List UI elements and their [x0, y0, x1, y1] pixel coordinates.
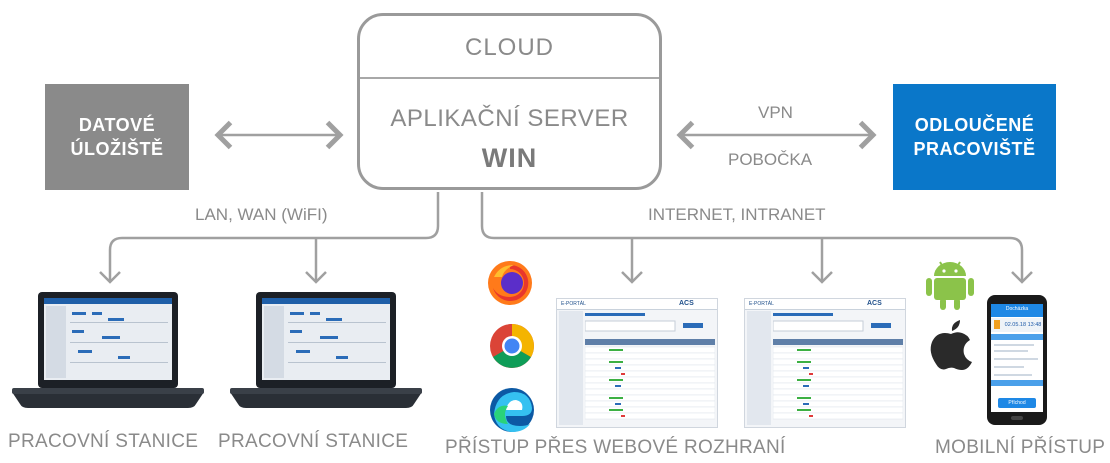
portal-brand: ACS — [867, 300, 882, 307]
firefox-icon — [488, 261, 532, 305]
mobile-access-caption: MOBILNÍ PŘÍSTUP — [935, 437, 1106, 458]
phone-header: Docházka — [1005, 306, 1029, 312]
mobile-phone-icon — [987, 295, 1047, 425]
app-server-label: APLIKAČNÍ SERVER — [390, 105, 629, 132]
portal-table — [585, 313, 715, 420]
remote-label-line2: PRACOVIŠTĚ — [913, 139, 1036, 159]
web-portal-screenshot: E-PORTÁL ACS — [744, 298, 906, 428]
web-portal-screenshot: E-PORTÁL ACS — [556, 298, 718, 428]
cloud-title: CLOUD — [464, 34, 554, 61]
lan-label: LAN, WAN (WiFI) — [195, 205, 328, 224]
workstation-caption-1: PRACOVNÍ STANICE — [8, 431, 199, 452]
remote-office-box: ODLOUČENÉ PRACOVIŠTĚ — [893, 84, 1056, 190]
android-icon — [926, 261, 974, 310]
phone-datetime: 02.05.18 13:48 — [1004, 322, 1042, 328]
vpn-label: VPN — [758, 103, 793, 122]
lan-branch — [108, 192, 440, 282]
chrome-icon — [490, 324, 534, 368]
storage-label-line1: DATOVÉ — [78, 115, 156, 135]
web-access-caption: PŘÍSTUP PŘES WEBOVÉ ROZHRANÍ — [445, 437, 786, 458]
laptop-icon — [12, 292, 204, 408]
storage-label-line2: ÚLOŽIŠTĚ — [70, 139, 164, 159]
edge-icon — [490, 388, 534, 432]
portal-brand: ACS — [679, 300, 694, 307]
product-name: WIN — [481, 143, 538, 173]
portal-logo-text: E-PORTÁL — [749, 301, 774, 307]
apple-icon — [930, 320, 972, 370]
portal-logo-text: E-PORTÁL — [561, 301, 586, 307]
laptop-icon — [230, 292, 422, 408]
cloud-divider — [360, 77, 659, 79]
internet-branch — [480, 192, 1024, 282]
remote-label-line1: ODLOUČENÉ — [914, 115, 1035, 135]
workstation-caption-2: PRACOVNÍ STANICE — [218, 431, 409, 452]
cloud-server-box — [357, 13, 662, 190]
internet-label: INTERNET, INTRANET — [648, 205, 826, 224]
phone-checkin-button: Příchod — [1008, 400, 1026, 406]
branch-label: POBOČKA — [728, 150, 813, 169]
storage-box: DATOVÉ ÚLOŽIŠTĚ — [45, 84, 189, 190]
portal-table — [773, 313, 903, 420]
